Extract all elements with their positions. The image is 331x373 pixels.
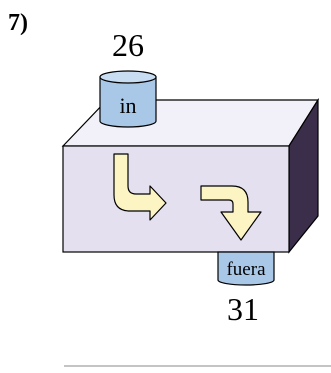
output-cylinder: fuera <box>217 251 275 286</box>
input-value: 26 <box>112 27 144 63</box>
output-label: fuera <box>226 259 266 280</box>
input-label: in <box>119 93 136 118</box>
input-cylinder: in <box>99 70 157 128</box>
output-value: 31 <box>227 291 259 327</box>
process-arrow-2 <box>200 185 262 241</box>
machine-box-front <box>62 145 290 253</box>
problem-number: 7) <box>8 10 28 36</box>
process-arrow-1 <box>113 153 167 221</box>
